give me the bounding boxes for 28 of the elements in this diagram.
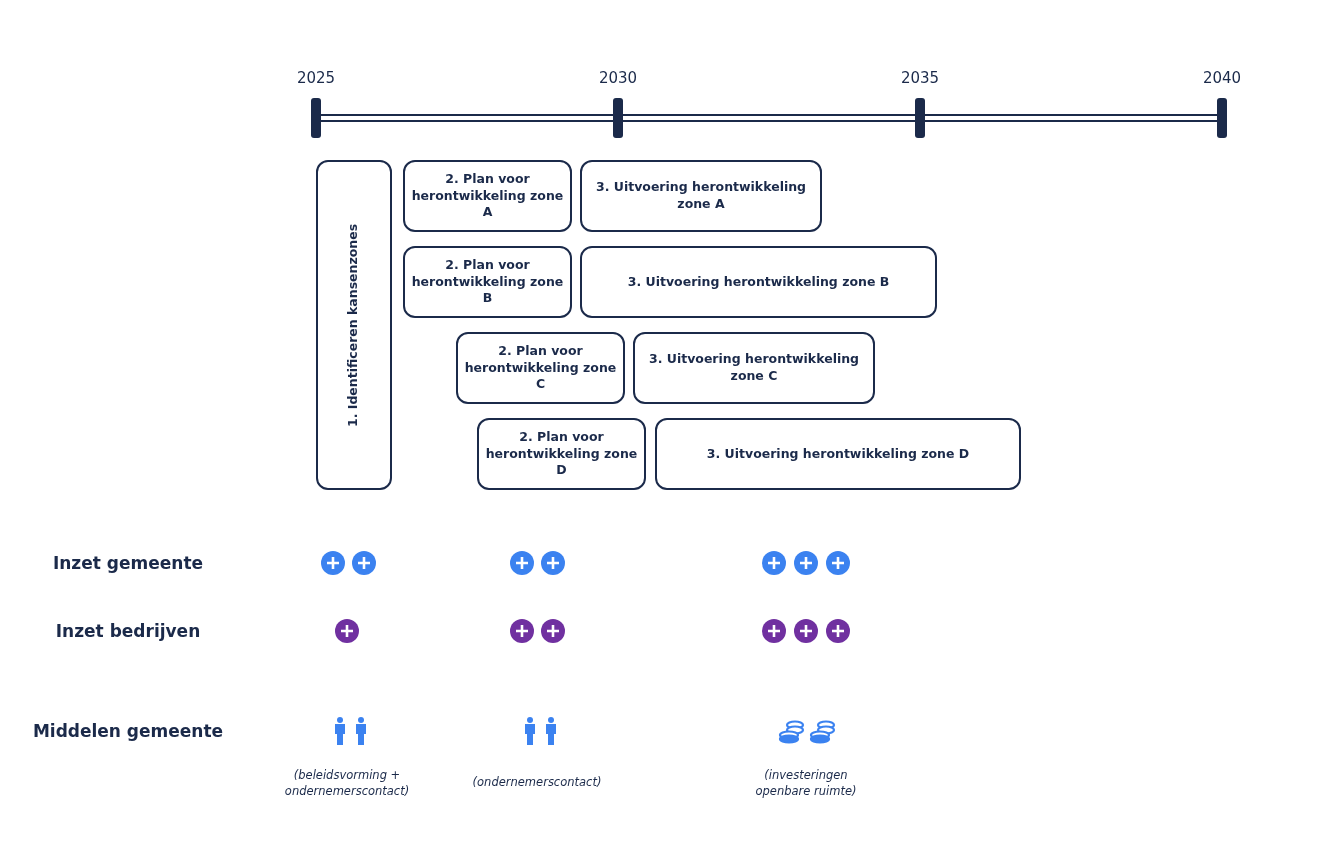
phase-label: 2. Plan voor herontwikkeling zone D (484, 428, 639, 480)
note-text: (beleidsvorming + ondernemerscontact) (283, 766, 411, 800)
phase-box (633, 332, 875, 404)
year-label: 2025 (296, 69, 336, 87)
row-label: Inzet gemeente (52, 553, 204, 573)
phase-label: 3. Uitvoering herontwikkeling zone A (594, 179, 808, 213)
year-label: 2035 (900, 69, 940, 87)
year-label: 2040 (1202, 69, 1242, 87)
phase-label: 3. Uitvoering herontwikkeling zone B (626, 273, 891, 291)
phase-label: 1. Identificeren kansenzones (345, 222, 362, 429)
note-text: (ondernemerscontact) (471, 773, 603, 791)
phase-label: 3. Uitvoering herontwikkeling zone D (705, 445, 971, 463)
note-text: (investeringen openbare ruimte) (754, 766, 858, 800)
phase-label: 2. Plan voor herontwikkeling zone C (463, 342, 618, 394)
phase-bar (316, 160, 392, 490)
phase-box (403, 160, 572, 232)
phase-label: 2. Plan voor herontwikkeling zone B (410, 256, 565, 308)
phase-box (403, 246, 572, 318)
phase-box (655, 418, 1021, 490)
phase-box (580, 160, 822, 232)
row-label: Middelen gemeente (32, 721, 224, 741)
phase-label: 3. Uitvoering herontwikkeling zone C (647, 351, 861, 385)
phase-box (580, 246, 937, 318)
year-label: 2030 (598, 69, 638, 87)
phase-label: 2. Plan voor herontwikkeling zone A (410, 170, 565, 222)
phase-box (477, 418, 646, 490)
row-label: Inzet bedrijven (55, 621, 201, 641)
phase-box (456, 332, 625, 404)
